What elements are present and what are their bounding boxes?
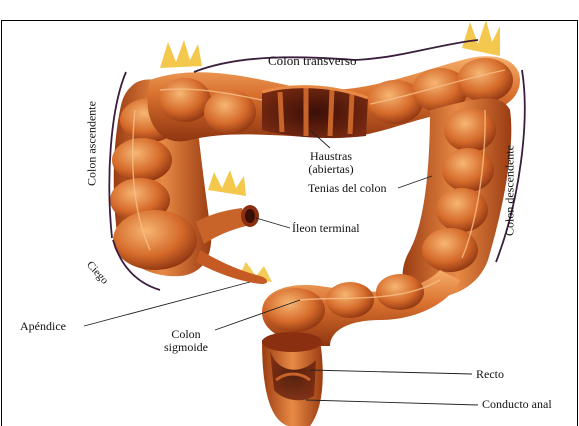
- leader-conducto: [306, 400, 478, 405]
- label-apendice: Apéndice: [20, 320, 66, 333]
- label-recto: Recto: [476, 368, 504, 381]
- label-colon-transverso: Colon transverso: [268, 54, 356, 67]
- label-ileon: Íleon terminal: [292, 222, 360, 235]
- label-haustras: Haustras (abiertas): [296, 150, 366, 176]
- label-tenias: Tenias del colon: [308, 182, 386, 195]
- leader-apendice: [84, 282, 250, 326]
- label-haustras-line2: (abiertas): [296, 163, 366, 176]
- label-sigmoide: Colon sigmoide: [154, 328, 218, 354]
- label-colon-ascendente: Colon ascendente: [86, 96, 99, 192]
- leader-ileon: [256, 218, 290, 228]
- leader-recto: [310, 370, 472, 374]
- label-colon-descendente: Colon descendente: [504, 139, 517, 243]
- label-conducto-anal: Conducto anal: [482, 398, 552, 411]
- descending-colon-shape: [403, 98, 512, 298]
- appendix-shape: [196, 250, 267, 284]
- rectum-shape: [262, 332, 323, 426]
- label-sigmoide-line2: sigmoide: [154, 341, 218, 354]
